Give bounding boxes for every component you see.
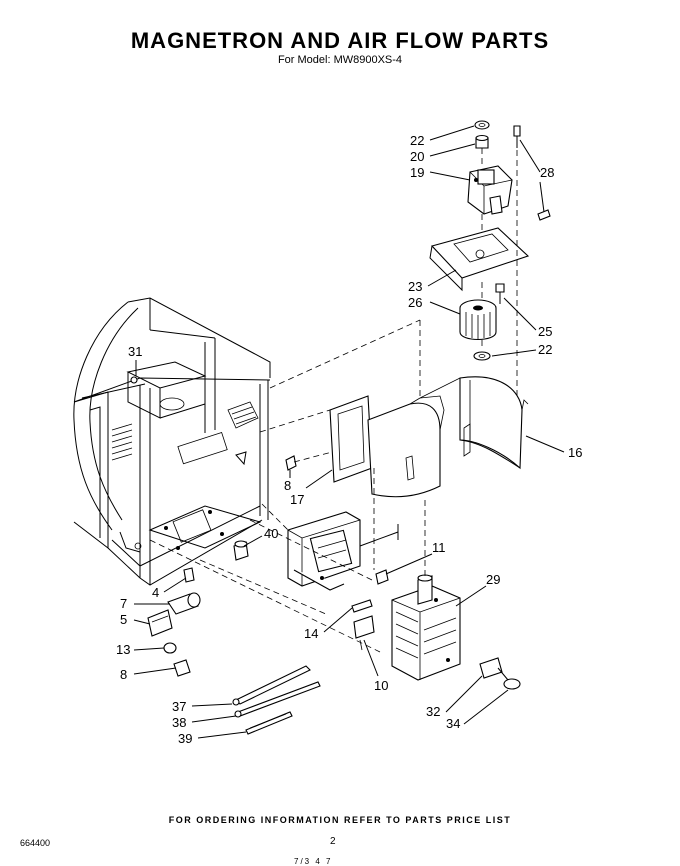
page-number: 2: [330, 836, 336, 847]
callout-26: 26: [408, 295, 422, 310]
callout-19: 19: [410, 165, 424, 180]
high-voltage-transformer: [287, 511, 399, 591]
callout-labels: 22 20 19 28 23 26 25 22 31 16 8 17 40 11…: [116, 133, 582, 746]
vent-grille-right: [227, 401, 259, 429]
model-subtitle: For Model: MW8900XS-4: [277, 54, 403, 66]
callout-10: 10: [374, 678, 388, 693]
callout-22-lower: 22: [538, 342, 552, 357]
document-number: 664400: [20, 838, 51, 848]
callout-5: 5: [120, 612, 127, 627]
callout-14: 14: [304, 626, 318, 641]
callout-34: 34: [446, 716, 460, 731]
callout-38: 38: [172, 715, 186, 730]
air-duct-16: [419, 376, 529, 470]
callout-8-upper: 8: [284, 478, 291, 493]
ordering-note: FOR ORDERING INFORMATION REFER TO PARTS …: [168, 815, 512, 825]
callout-32: 32: [426, 704, 440, 719]
callout-28: 28: [540, 165, 554, 180]
fan-motor-assembly: [429, 120, 551, 420]
cabinet-chassis: [73, 297, 271, 586]
callout-25: 25: [538, 324, 552, 339]
callout-17: 17: [290, 492, 304, 507]
callout-23: 23: [408, 279, 422, 294]
callout-8-lower: 8: [120, 667, 127, 682]
callout-29: 29: [486, 572, 500, 587]
magnetron-29: [391, 500, 461, 681]
callout-37: 37: [172, 699, 186, 714]
callout-leader-lines: [133, 125, 565, 739]
callout-16: 16: [568, 445, 582, 460]
vent-grille-left: [111, 423, 133, 461]
callout-11: 11: [432, 540, 446, 555]
assembly-guide-lines: [149, 319, 421, 653]
callout-31: 31: [128, 344, 142, 359]
page-title: MAGNETRON AND AIR FLOW PARTS: [130, 28, 550, 53]
date-stamp: 7/3 4 7: [294, 857, 333, 866]
callout-7: 7: [120, 596, 127, 611]
air-guide-17: [329, 395, 445, 498]
small-parts-left: [147, 455, 521, 735]
callout-22: 22: [410, 133, 424, 148]
callout-40: 40: [264, 526, 278, 541]
callout-13: 13: [116, 642, 130, 657]
callout-20: 20: [410, 149, 424, 164]
callout-4: 4: [152, 585, 159, 600]
callout-39: 39: [178, 731, 192, 746]
